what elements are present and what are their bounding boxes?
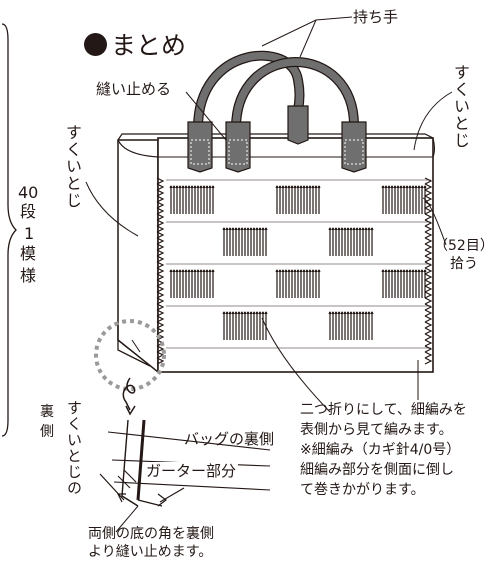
knit-cell <box>222 227 268 256</box>
label-dan: 段 <box>20 202 37 221</box>
label-pattern-3: 様 <box>20 266 37 285</box>
label-back-1: 裏 <box>40 404 54 420</box>
label-sukui-right: すくいとじ <box>451 64 470 149</box>
knit-cell <box>169 185 215 214</box>
handle-stitch-marks <box>190 139 364 165</box>
label-corner-2: より縫い止めます。 <box>88 544 213 560</box>
bag-side-panel <box>117 139 159 374</box>
handle-tabs <box>187 105 367 173</box>
label-pattern-2: 模 <box>20 244 37 263</box>
note-fold-5: て巻きかがります。 <box>300 482 425 498</box>
knit-cell <box>222 311 268 340</box>
knit-cell <box>169 269 215 298</box>
note-fold-4: 細編み部分を側面に倒し <box>300 462 454 478</box>
knit-cell <box>275 185 321 214</box>
left-brace <box>1 23 17 437</box>
page-title: まとめ <box>84 26 186 62</box>
label-pattern-1: 1 <box>24 224 35 243</box>
bag-front-panel <box>157 137 434 373</box>
label-bag-back: バッグの裏側 <box>184 430 275 448</box>
knit-cell <box>381 185 427 214</box>
handles <box>193 50 360 133</box>
edge-chain <box>424 177 433 365</box>
label-sew-stop: 縫い止める <box>96 80 172 98</box>
label-sukui-detail: すくいとじの <box>65 400 83 496</box>
knit-cell <box>275 269 321 298</box>
bag-back-rim <box>117 133 434 141</box>
curly-arrow <box>122 377 136 411</box>
label-garter: ガーター部分 <box>144 462 239 481</box>
right-side-edge <box>432 137 435 158</box>
label-handle: 持ち手 <box>353 8 399 26</box>
side-top-rim <box>117 139 159 158</box>
label-sukui-left: すくいとじ <box>63 124 82 209</box>
checker-pattern <box>166 179 431 349</box>
pattern-grid <box>166 179 431 349</box>
label-back-2: 側 <box>40 424 54 440</box>
knit-cell <box>328 311 374 340</box>
note-fold-1: 二つ折りにして、細編みを <box>300 402 467 418</box>
leader-lines <box>85 16 453 413</box>
label-corner-1: 両側の底の角を裏側 <box>88 526 214 542</box>
knit-cell <box>381 269 427 298</box>
label-rows-40: 40 <box>18 183 39 202</box>
corner-fold <box>117 325 151 367</box>
note-fold-2: 表側から見て編みます。 <box>300 422 453 438</box>
bullet-icon <box>84 32 107 56</box>
detail-circle <box>94 319 166 391</box>
corner-detail <box>99 419 271 533</box>
title-text: まとめ <box>111 31 187 60</box>
label-pickup-count: （52目） <box>434 238 494 254</box>
note-fold-3: ※細編み（カギ針4/0号） <box>300 442 461 458</box>
knit-cell <box>328 227 374 256</box>
edge-stitches <box>156 177 433 365</box>
label-pickup: 拾う <box>450 256 478 272</box>
